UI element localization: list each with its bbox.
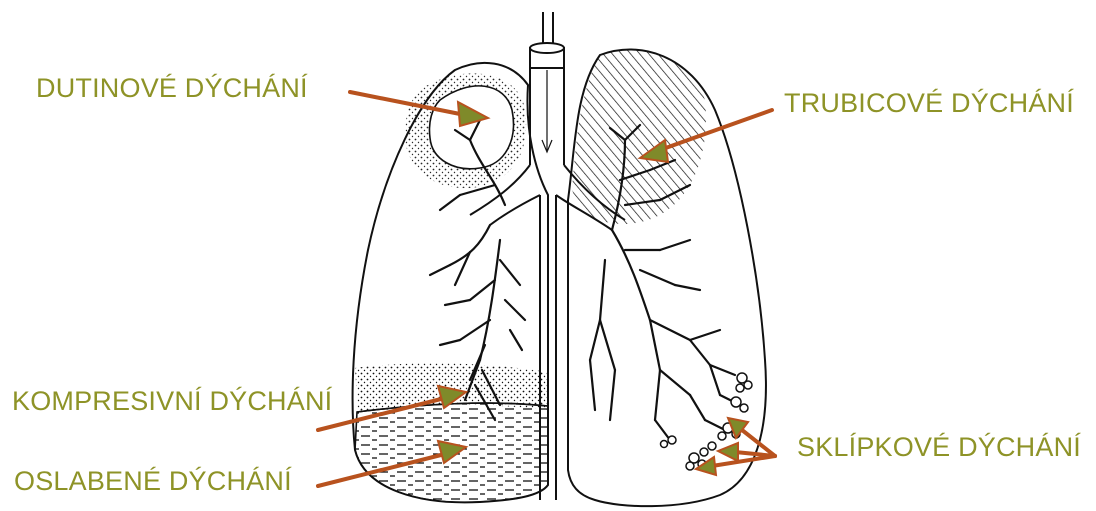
label-sklipkove-dychani: SKLÍPKOVÉ DÝCHÁNÍ <box>797 434 1081 461</box>
label-kompresivni-dychani: KOMPRESIVNÍ DÝCHÁNÍ <box>12 388 332 415</box>
label-trubicove-dychani: TRUBICOVÉ DÝCHÁNÍ <box>784 90 1074 117</box>
label-oslabene-dychani: OSLABENÉ DÝCHÁNÍ <box>14 468 292 495</box>
label-dutinove-dychani: DUTINOVÉ DÝCHÁNÍ <box>36 75 308 102</box>
